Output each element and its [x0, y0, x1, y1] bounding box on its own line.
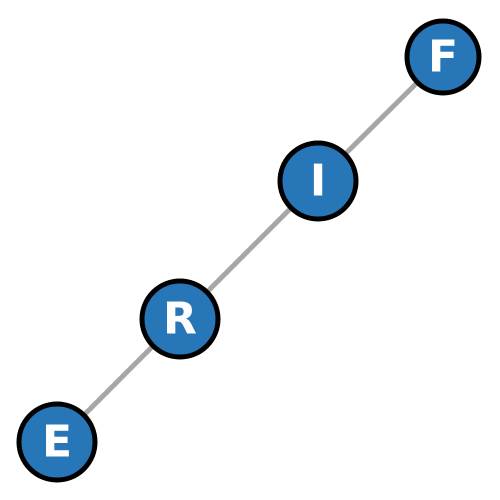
node-i-label: I	[310, 156, 326, 207]
node-r: R	[139, 278, 221, 360]
node-e-circle	[16, 401, 98, 483]
graph-edges	[54, 54, 446, 445]
node-e-label: E	[42, 417, 72, 468]
node-i-circle	[277, 140, 359, 222]
node-e: E	[16, 401, 98, 483]
node-f-label: F	[428, 32, 458, 83]
node-i: I	[277, 140, 359, 222]
node-r-circle	[139, 278, 221, 360]
node-r-label: R	[163, 294, 197, 345]
node-f-circle	[404, 18, 482, 96]
node-f: F	[404, 18, 482, 96]
graph-nodes: F I R E	[16, 18, 482, 483]
